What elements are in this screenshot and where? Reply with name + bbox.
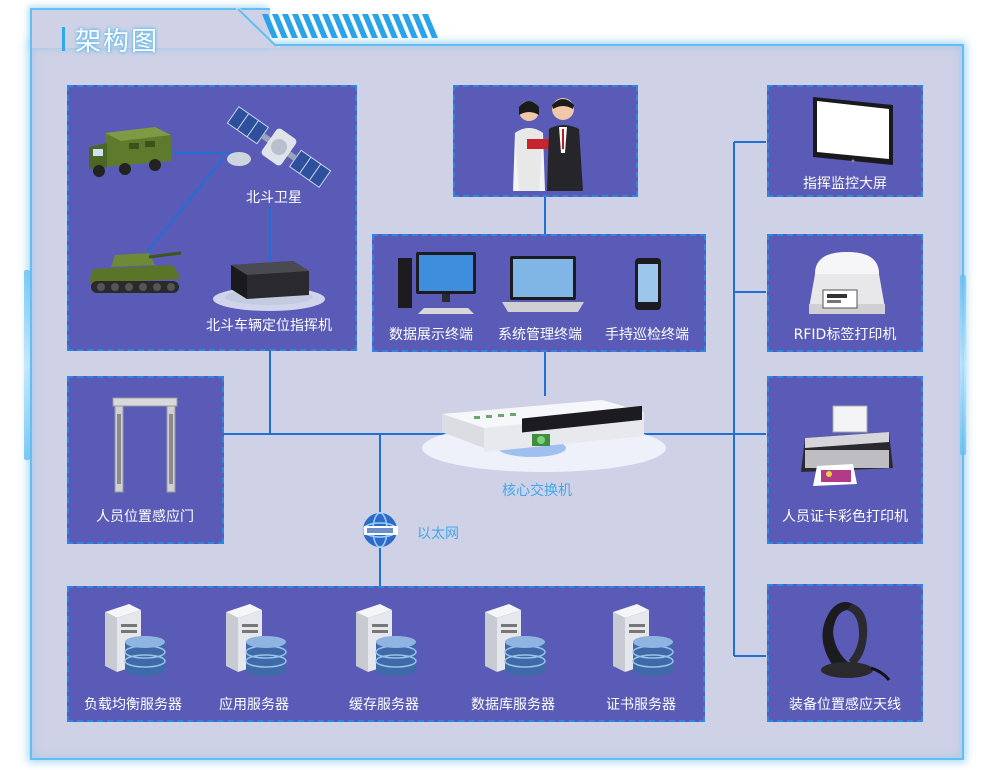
server-database-icon: [356, 604, 417, 676]
monitor-screen-icon: [813, 97, 893, 165]
title-stripes-decoration: [262, 14, 438, 38]
antenna-panel: 装备位置感应天线: [767, 584, 923, 722]
rfid-printer-panel: RFID标签打印机: [767, 234, 923, 352]
armored-truck-icon: [89, 127, 171, 177]
tank-icon: [89, 251, 182, 293]
handheld-phone-icon: [635, 258, 661, 310]
gate-label: 人员位置感应门: [96, 509, 194, 525]
server-label: 数据库服务器: [471, 697, 555, 713]
terminals-panel: 数据展示终端 系统管理终端 手持巡检终端: [372, 234, 706, 352]
frame-glow-left: [24, 270, 30, 460]
people-panel: [453, 85, 638, 197]
gate-panel: 人员位置感应门: [67, 376, 224, 544]
antenna-label: 装备位置感应天线: [789, 697, 901, 713]
ethernet-globe-icon: [362, 512, 398, 548]
server-label: 证书服务器: [606, 697, 676, 713]
satellite-links: [138, 152, 271, 263]
antenna-icon: [821, 602, 891, 681]
card-printer-panel: 人员证卡彩色打印机: [767, 376, 923, 544]
card-printer-label: 人员证卡彩色打印机: [782, 509, 908, 525]
monitor-screen-label: 指挥监控大屏: [803, 176, 887, 192]
page-title: 架构图: [75, 26, 160, 57]
server-database-icon: [613, 604, 674, 676]
desktop-computer-icon: [398, 252, 476, 314]
title-tab: [30, 8, 270, 48]
title-accent-bar: [62, 27, 65, 51]
core-switch-label: 核心交换机: [502, 483, 572, 499]
server-database-icon: [226, 604, 287, 676]
satellite-panel: 北斗卫星 北斗车辆定位指挥机: [67, 85, 357, 351]
title-area: 架构图: [62, 22, 160, 57]
servers-panel: 负载均衡服务器 应用服务器 缓存服务器 数据库服务器 证书服务器: [67, 586, 705, 722]
server-label: 负载均衡服务器: [84, 697, 182, 713]
server-database-icon: [105, 604, 166, 676]
label-printer-icon: [809, 252, 885, 314]
business-people-icon: [513, 98, 583, 191]
server-database-icon: [485, 604, 546, 676]
inkjet-printer-icon: [801, 405, 893, 486]
vehicle-locator-label: 北斗车辆定位指挥机: [206, 318, 332, 334]
frame-glow-right: [960, 275, 966, 455]
handheld-terminal-label: 手持巡检终端: [605, 327, 689, 343]
network-switch-icon: [422, 400, 666, 472]
ethernet-label: 以太网: [417, 526, 459, 542]
rfid-printer-label: RFID标签打印机: [793, 327, 897, 343]
laptop-icon: [502, 256, 584, 312]
satellite-label: 北斗卫星: [246, 190, 302, 206]
security-gate-icon: [112, 397, 178, 493]
server-label: 缓存服务器: [349, 697, 419, 713]
monitor-panel: 指挥监控大屏: [767, 85, 923, 197]
mgmt-terminal-label: 系统管理终端: [498, 327, 582, 343]
locator-device-icon: [213, 261, 325, 311]
data-terminal-label: 数据展示终端: [389, 327, 473, 343]
title-tab-slant: [236, 8, 280, 48]
satellite-icon: [226, 105, 332, 189]
server-label: 应用服务器: [219, 697, 289, 713]
